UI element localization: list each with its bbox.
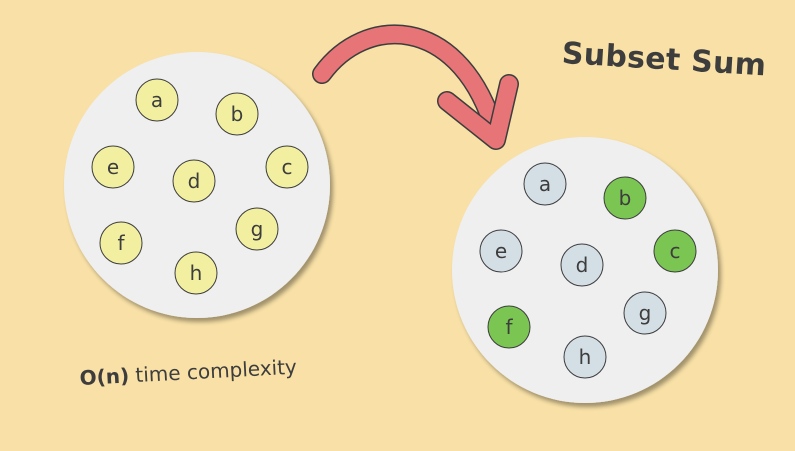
left-set-element-circle	[235, 207, 279, 251]
right-set-element-label: c	[670, 239, 681, 263]
left-set-element-circle	[174, 251, 218, 295]
right-set-element-circle	[479, 229, 523, 273]
right-set-element-label: f	[505, 315, 513, 339]
right-set-element-label: b	[619, 186, 632, 210]
right-set-element-f: f	[487, 305, 531, 349]
left-set-element-label: b	[231, 102, 244, 126]
left-set-element-label: g	[251, 217, 264, 241]
right-set-element-circle	[603, 176, 647, 220]
left-set-element-h: h	[174, 251, 218, 295]
left-set-element-label: d	[188, 169, 201, 193]
left-set-element-circle	[99, 221, 143, 265]
right-set-element-circle	[623, 291, 667, 335]
left-set-element-b: b	[215, 92, 259, 136]
right-set-element-label: g	[639, 301, 652, 325]
left-set-element-circle	[215, 92, 259, 136]
left-set-element-label: h	[190, 261, 203, 285]
right-set-elements: a b e d c g f h	[479, 162, 697, 379]
left-set-element-circle	[91, 145, 135, 189]
left-set-element-c: c	[265, 145, 309, 189]
left-set-element-circle	[172, 159, 216, 203]
left-set-element-circle	[265, 145, 309, 189]
right-set-element-circle	[487, 305, 531, 349]
left-set-element-label: f	[117, 231, 125, 255]
complexity-notation: O(n)	[79, 363, 130, 390]
left-set-element-circle	[135, 78, 179, 122]
left-set-elements: a b e d c g f h	[91, 78, 309, 295]
right-set-element-circle	[653, 229, 697, 273]
right-set-element-c: c	[653, 229, 697, 273]
right-set-element-label: a	[539, 172, 551, 196]
left-set-element-label: e	[107, 155, 119, 179]
right-set-element-h: h	[563, 335, 607, 379]
right-set-element-b: b	[603, 176, 647, 220]
right-set-element-e: e	[479, 229, 523, 273]
transform-arrow-icon	[312, 24, 519, 150]
right-set-element-label: h	[579, 345, 592, 369]
right-set-element-label: e	[495, 239, 507, 263]
left-set-element-d: d	[172, 159, 216, 203]
left-set-element-f: f	[99, 221, 143, 265]
left-set-element-e: e	[91, 145, 135, 189]
left-set-element-a: a	[135, 78, 179, 122]
right-set-element-d: d	[560, 243, 604, 287]
left-set-element-g: g	[235, 207, 279, 251]
right-set-element-g: g	[623, 291, 667, 335]
right-set-element-circle	[560, 243, 604, 287]
right-set-element-circle	[523, 162, 567, 206]
right-set-element-a: a	[523, 162, 567, 206]
left-set-element-label: c	[282, 155, 293, 179]
right-set-element-label: d	[576, 253, 589, 277]
left-set-element-label: a	[151, 88, 163, 112]
right-set-element-circle	[563, 335, 607, 379]
